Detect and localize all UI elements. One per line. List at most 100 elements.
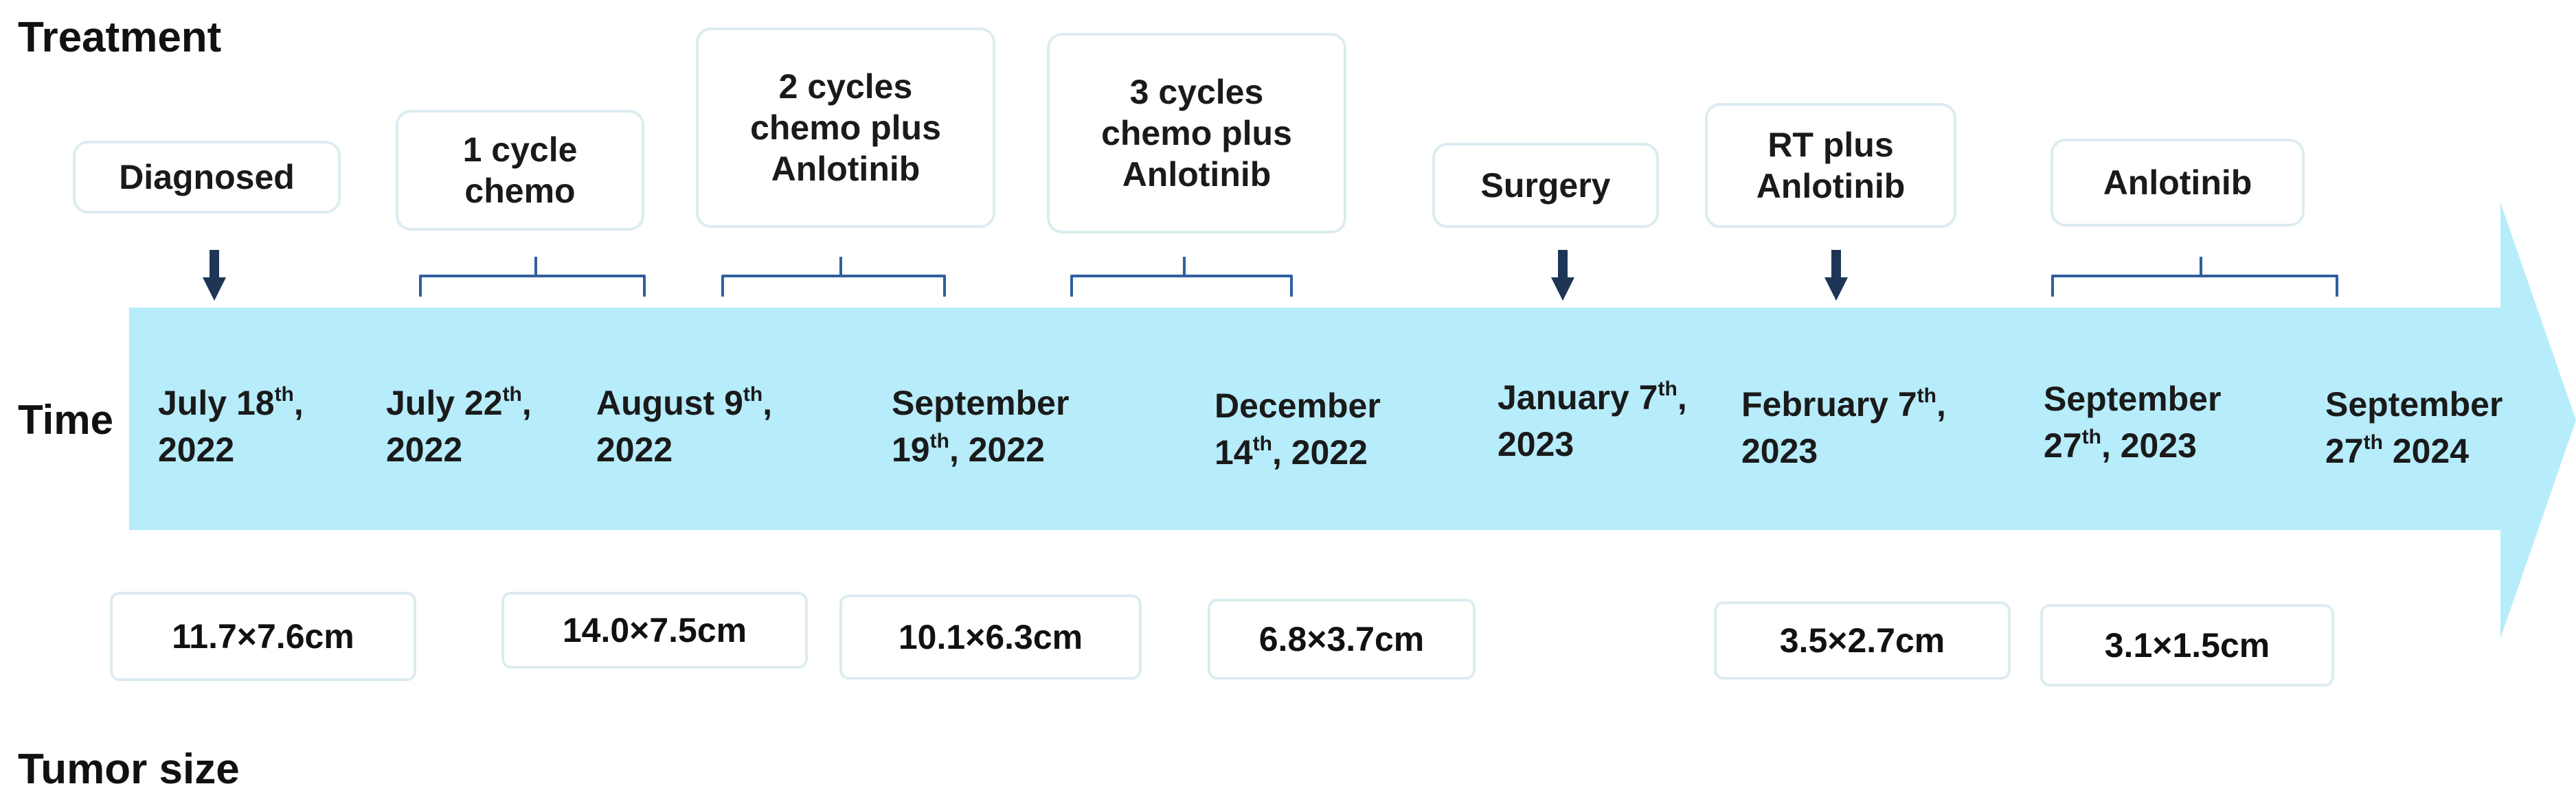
date-text: 2022 [386,430,463,469]
date-line: July 22th, [386,380,532,426]
event-marker-arrow [203,250,226,301]
date-line: September [892,380,1069,426]
date-text: 2023 [1498,425,1574,463]
date-text: 19 [892,430,930,469]
date-ordinal-suffix: th [929,430,949,452]
treatment-bracket [419,257,646,297]
date-ordinal-suffix: th [1917,384,1936,407]
time-label: Time [18,397,113,443]
treatment-label-line: 2 cycles [778,67,913,106]
date-label: September 27th 2024 [2325,381,2502,474]
date-line: September [2044,376,2221,422]
treatment-bracket [1070,257,1293,297]
date-text: , [521,384,532,422]
date-line: September [2325,381,2502,428]
tumor-size-box: 3.1×1.5cm [2040,604,2334,687]
date-text: , 2022 [949,430,1045,469]
date-label: January 7th, 2023 [1498,374,1687,468]
date-line: December [1214,382,1381,429]
date-line: February 7th, [1741,381,1946,428]
tumor-size-box: 10.1×6.3cm [839,595,1142,680]
date-text: , 2022 [1272,433,1368,472]
date-line: 2022 [596,426,772,473]
date-label: July 22th, 2022 [386,380,532,473]
date-label: December 14th, 2022 [1214,382,1381,476]
treatment-bracket [2051,257,2338,297]
tumor-size-box: 6.8×3.7cm [1208,599,1476,680]
marker-arrow-group [203,250,1848,301]
treatment-label-line: 3 cycles [1129,73,1264,111]
treatment-label: Surgery [1481,165,1611,206]
date-line: 27th 2024 [2325,428,2502,474]
treatment-label-line: Diagnosed [119,158,295,196]
treatment-box-diagnosed: Diagnosed [73,141,341,214]
date-ordinal-suffix: th [274,383,294,406]
date-line: 2022 [158,426,304,473]
tumor-size-box: 14.0×7.5cm [501,592,808,669]
treatment-label-line: Anlotinib [2103,163,2252,202]
treatment-box-surgery: Surgery [1432,143,1659,228]
date-text: July 18 [158,384,275,422]
date-label: February 7th,2023 [1741,381,1946,474]
date-text: , [1936,385,1946,424]
tumor-size-box: 11.7×7.6cm [110,592,416,681]
date-text: July 22 [386,384,503,422]
date-line: 2023 [1741,428,1946,474]
date-label: August 9th, 2022 [596,380,772,473]
date-ordinal-suffix: th [2081,426,2101,448]
date-text: , 2023 [2101,426,2197,465]
date-label: September 27th, 2023 [2044,376,2221,469]
treatment-bracket [721,257,946,297]
date-label: July 18th,2022 [158,380,304,473]
treatment-label-line: chemo plus [1101,114,1292,152]
date-ordinal-suffix: th [502,383,522,406]
date-text: September [2044,380,2222,418]
date-text: 27 [2325,432,2364,470]
date-label: September 19th, 2022 [892,380,1069,473]
date-text: 2022 [596,430,673,469]
treatment-heading: Treatment [18,14,222,61]
date-text: August 9 [596,384,743,422]
date-text: 14 [1214,433,1253,472]
date-line: 14th, 2022 [1214,429,1381,476]
treatment-label-line: 1 cycle [462,130,578,169]
date-line: 2023 [1498,421,1687,468]
date-text: January 7 [1498,378,1658,417]
tumor-size-heading: Tumor size [18,746,240,793]
bracket-group [419,257,2338,297]
date-text: 2024 [2382,432,2470,470]
date-ordinal-suffix: th [2363,431,2383,454]
date-line: January 7th, [1498,374,1687,421]
date-line: 2022 [386,426,532,473]
treatment-label-line: chemo [464,172,576,210]
date-line: July 18th, [158,380,304,426]
treatment-label-line: RT plus [1767,126,1894,164]
date-ordinal-suffix: th [1658,378,1677,400]
treatment-label: Anlotinib [2103,162,2252,203]
timeline-arrow [129,203,2576,638]
date-line: 19th, 2022 [892,426,1069,473]
date-line: August 9th, [596,380,772,426]
tumor-size-box: 3.5×2.7cm [1714,601,2011,680]
treatment-label-line: Surgery [1480,166,1611,205]
date-text: 27 [2044,426,2082,465]
event-marker-arrow [1824,250,1848,301]
date-text: , [1677,378,1687,417]
treatment-label-line: chemo plus [750,108,941,147]
date-ordinal-suffix: th [1252,433,1272,455]
date-text: December [1214,387,1381,425]
treatment-label-line: Anlotinib [771,150,920,188]
treatment-label-line: Anlotinib [1756,167,1906,205]
date-text: September [2325,385,2503,424]
date-text: February 7 [1741,385,1917,424]
date-text: September [892,384,1070,422]
date-text: , [762,384,773,422]
